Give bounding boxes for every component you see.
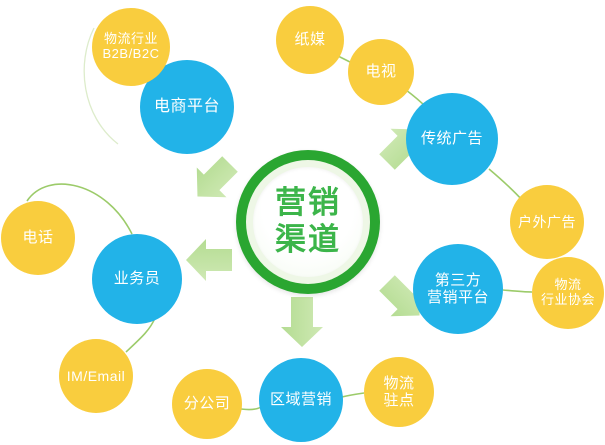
connector-third-party-to-industry-assoc xyxy=(502,289,533,293)
connector-im-email-to-salesperson xyxy=(125,317,156,353)
node-label-ecommerce: 电商平台 xyxy=(153,97,220,115)
node-telephone[interactable]: 电话 xyxy=(1,201,75,275)
node-traditional-ad[interactable]: 传统广告 xyxy=(406,93,498,185)
node-label-im-email: IM/Email xyxy=(66,367,126,384)
node-label-tv: 电视 xyxy=(365,63,397,81)
node-label-telephone: 电话 xyxy=(22,229,54,247)
node-label-traditional-ad: 传统广告 xyxy=(420,130,483,148)
hub-inner-ring: 营销 渠道 xyxy=(245,159,371,285)
node-logistics-site[interactable]: 物流 驻点 xyxy=(364,357,434,427)
connector-regional-to-logistics-site xyxy=(341,392,365,398)
node-label-regional: 区域营销 xyxy=(269,391,332,409)
connector-decorative-arc-topleft xyxy=(83,27,119,145)
node-tv[interactable]: 电视 xyxy=(348,39,414,105)
arrow-to-regional xyxy=(281,297,323,347)
arrow-to-third-party xyxy=(379,275,421,317)
node-branch[interactable]: 分公司 xyxy=(172,369,242,439)
node-label-salesperson: 业务员 xyxy=(113,270,161,288)
node-salesperson[interactable]: 业务员 xyxy=(92,234,182,324)
node-label-logistics-site: 物流 驻点 xyxy=(383,374,415,409)
hub-marketing-channel[interactable]: 营销 渠道 xyxy=(236,150,380,294)
node-im-email[interactable]: IM/Email xyxy=(59,339,133,413)
node-label-paper-media: 纸媒 xyxy=(294,31,326,49)
hub-core: 营销 渠道 xyxy=(252,166,364,278)
node-label-branch: 分公司 xyxy=(183,395,231,413)
connector-telephone-to-salesperson xyxy=(26,183,133,235)
hub-label: 营销 渠道 xyxy=(274,185,341,257)
node-regional[interactable]: 区域营销 xyxy=(259,358,343,442)
node-paper-media[interactable]: 纸媒 xyxy=(276,6,344,74)
node-label-third-party: 第三方 营销平台 xyxy=(426,271,489,306)
node-label-outdoor-ad: 户外广告 xyxy=(518,213,576,230)
node-outdoor-ad[interactable]: 户外广告 xyxy=(510,185,584,259)
node-logistics-b2b[interactable]: 物流行业 B2B/B2C xyxy=(92,8,170,86)
node-industry-assoc[interactable]: 物流 行业协会 xyxy=(532,257,604,329)
node-label-industry-assoc: 物流 行业协会 xyxy=(540,277,595,307)
node-label-logistics-b2b: 物流行业 B2B/B2C xyxy=(102,31,160,61)
arrow-to-ecommerce xyxy=(196,156,238,198)
arrow-to-salesperson xyxy=(186,239,232,281)
node-third-party[interactable]: 第三方 营销平台 xyxy=(413,244,503,334)
